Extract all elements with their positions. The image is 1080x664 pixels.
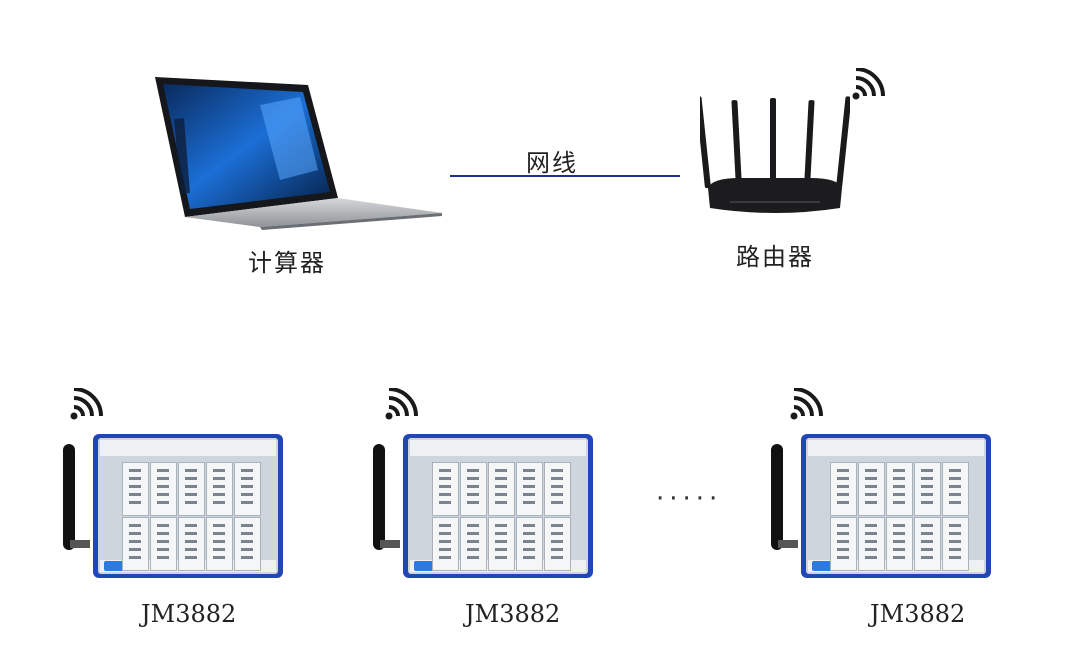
router-wifi-icon: [852, 68, 885, 100]
router: [695, 90, 852, 220]
device-3-label: JM3882: [870, 600, 966, 628]
more-devices-ellipsis: ·····: [656, 484, 723, 514]
device-1: [60, 432, 290, 582]
computer-label: 计算器: [248, 249, 326, 277]
network-cable-line: [450, 175, 680, 177]
device-1-label: JM3882: [141, 600, 237, 628]
device-1-wifi-icon: [70, 388, 103, 420]
device-2-wifi-icon: [385, 388, 418, 420]
router-label: 路由器: [736, 243, 814, 271]
laptop: [150, 75, 445, 230]
laptop-icon: [155, 77, 442, 230]
device-2: [370, 432, 600, 582]
device-3: [768, 432, 998, 582]
device-3-wifi-icon: [790, 388, 823, 420]
router-icon: [695, 96, 852, 213]
device-2-label: JM3882: [465, 600, 561, 628]
cable-label: 网线: [526, 149, 578, 177]
